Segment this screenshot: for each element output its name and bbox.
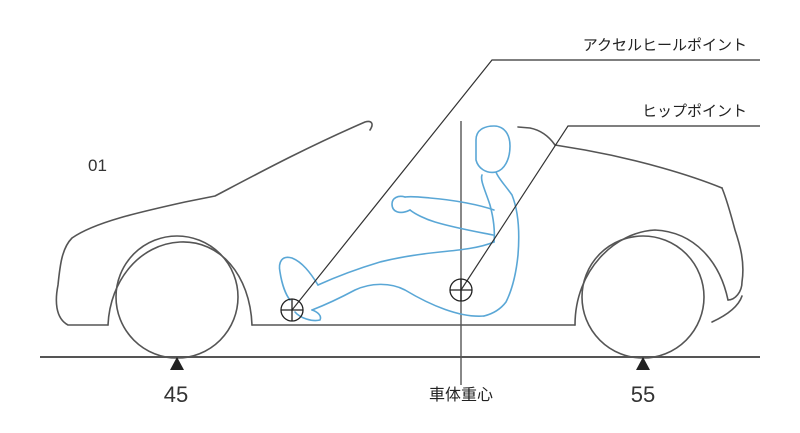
driver-silhouette (278, 125, 520, 322)
front-axle-triangle (170, 357, 184, 370)
callout-lines (291, 59, 760, 311)
hip-point-callout-line (460, 125, 760, 291)
hip-point-marker (449, 278, 473, 302)
rear-wheel (581, 235, 705, 359)
rear-weight-value: 55 (631, 382, 655, 407)
hip-point-label: ヒップポイント (642, 102, 747, 120)
front-wheel (115, 235, 239, 359)
front-weight-value: 45 (164, 382, 188, 407)
car-outline (55, 120, 744, 326)
accelerator-heel-point-marker (280, 298, 304, 322)
rear-axle-triangle (636, 357, 650, 370)
figure-number: 01 (88, 156, 107, 175)
accelerator-heel-point-label: アクセルヒールポイント (583, 36, 747, 54)
center-of-gravity-label: 車体重心 (429, 385, 493, 404)
accelerator-heel-callout-line (291, 59, 760, 311)
